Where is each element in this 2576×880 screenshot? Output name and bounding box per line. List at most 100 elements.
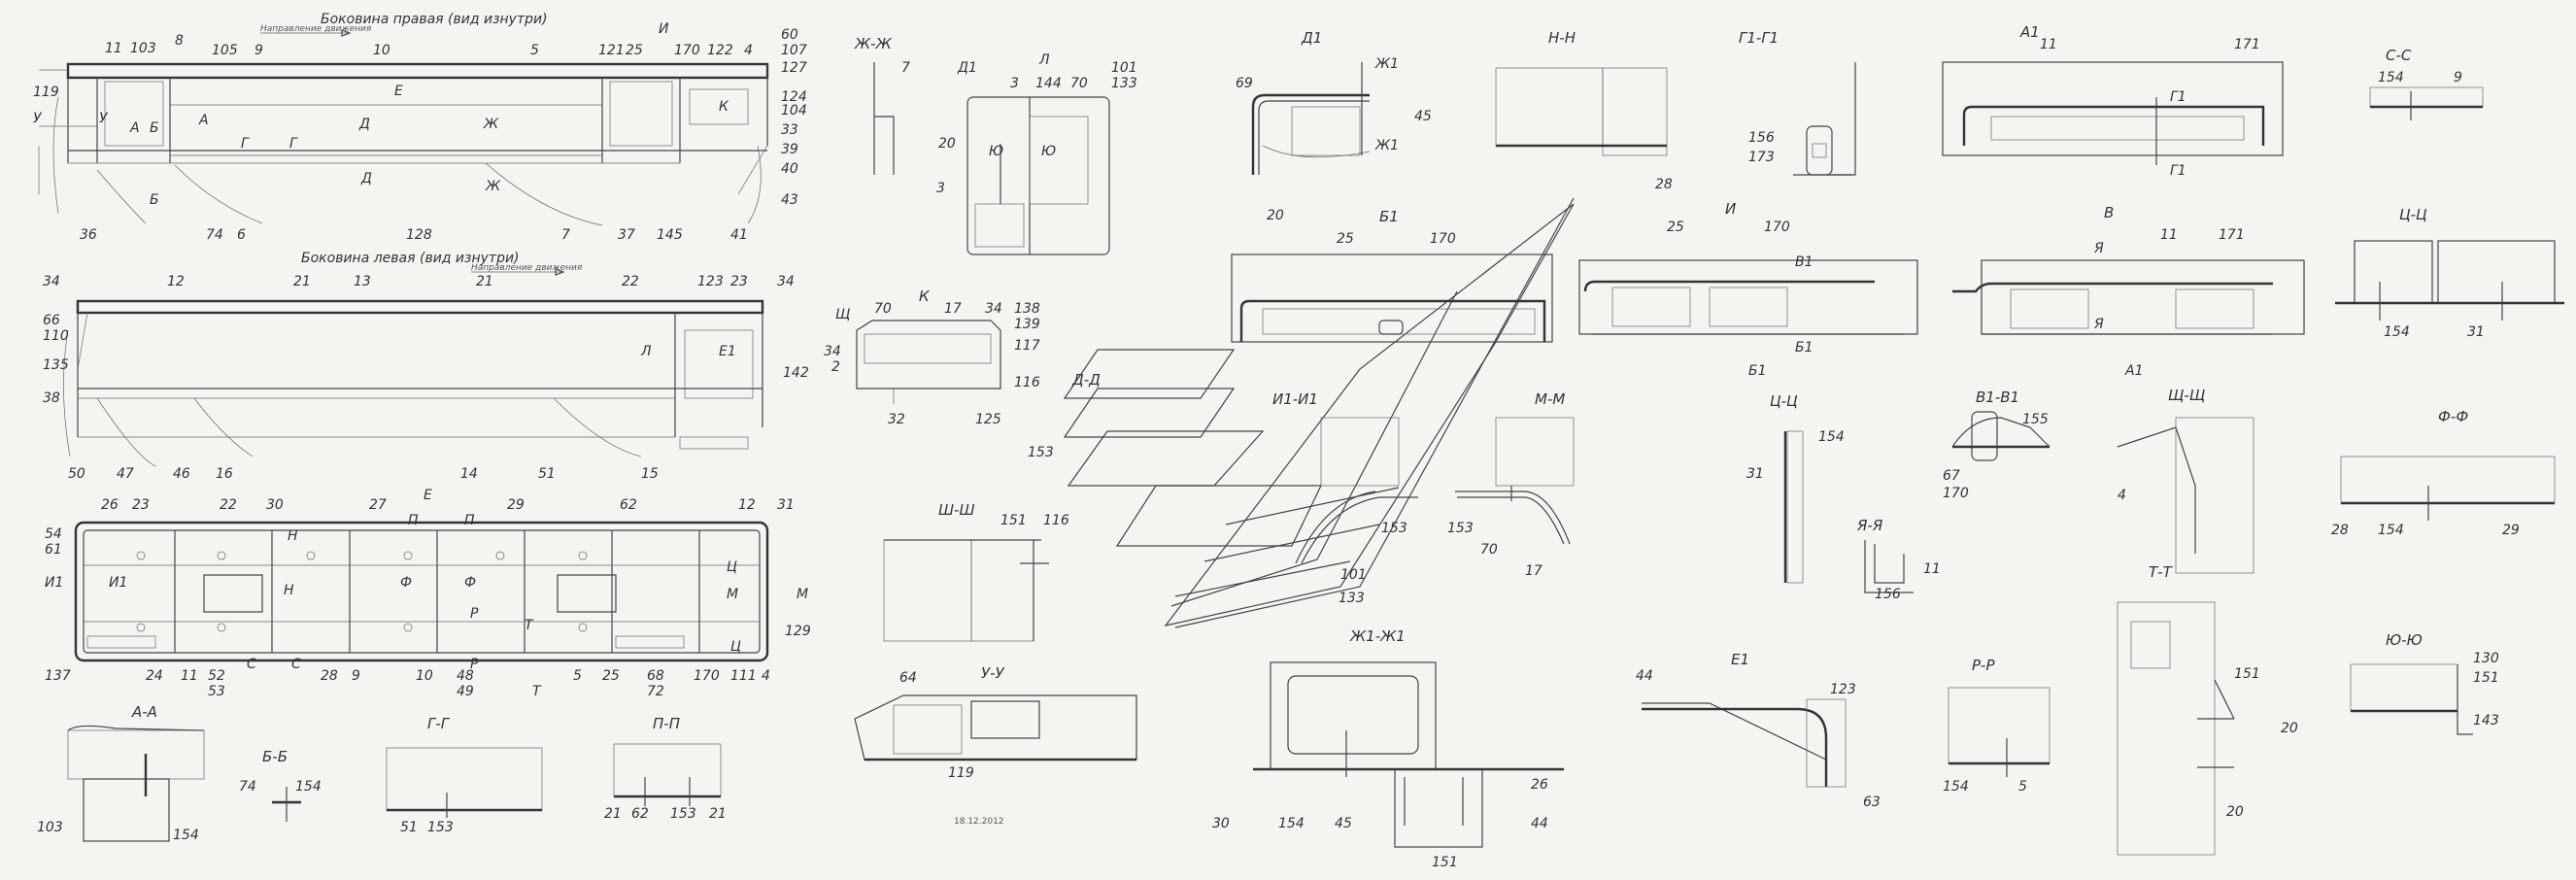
svg-text:21: 21 [476, 274, 493, 289]
svg-text:Е: Е [394, 84, 403, 99]
svg-text:Д-Д: Д-Д [1071, 371, 1101, 389]
svg-text:110: 110 [43, 328, 69, 344]
svg-text:17: 17 [944, 301, 962, 317]
svg-text:Б-Б: Б-Б [262, 748, 288, 765]
svg-text:9: 9 [2454, 70, 2462, 85]
svg-text:5: 5 [530, 43, 539, 58]
svg-text:У: У [33, 111, 43, 126]
svg-text:70: 70 [1070, 76, 1088, 91]
roof-title: Е [424, 488, 432, 503]
svg-text:62: 62 [631, 806, 649, 822]
svg-text:Н: Н [284, 583, 294, 598]
svg-text:37: 37 [618, 227, 635, 243]
svg-text:Г1: Г1 [2170, 89, 2186, 105]
svg-text:34: 34 [43, 274, 60, 289]
svg-text:27: 27 [369, 497, 387, 513]
section-d1-detail: Д1 69 Ж1 45 20 Ж1 [1236, 29, 1432, 223]
svg-text:154: 154 [1278, 816, 1305, 831]
svg-text:30: 30 [1212, 816, 1230, 831]
svg-text:17: 17 [1525, 563, 1542, 579]
svg-text:П-П: П-П [653, 715, 680, 732]
svg-text:40: 40 [781, 161, 798, 177]
svg-text:170: 170 [694, 668, 720, 684]
svg-text:11: 11 [2160, 227, 2178, 243]
svg-text:117: 117 [1014, 338, 1040, 354]
section-u-u: У-У 64 119 [854, 664, 1137, 781]
svg-text:25: 25 [626, 43, 643, 58]
svg-text:Ю: Ю [989, 144, 1003, 159]
svg-text:Ж-Ж: Ж-Ж [854, 35, 893, 52]
svg-text:Г1-Г1: Г1-Г1 [1739, 29, 1779, 47]
section-ya-ya: В1-В1 155 67 170 [1943, 389, 2051, 501]
svg-text:7: 7 [901, 60, 910, 76]
svg-text:Ц-Ц: Ц-Ц [2399, 206, 2427, 223]
svg-text:12: 12 [167, 274, 185, 289]
section-sh-sh: Ш-Ш 151 116 [883, 501, 1069, 642]
svg-text:124: 124 [781, 89, 807, 105]
svg-text:143: 143 [2473, 713, 2499, 728]
svg-text:У: У [99, 111, 109, 126]
svg-text:Ц: Ц [727, 559, 737, 575]
section-p-p: П-П 21 62 153 21 [604, 715, 727, 822]
svg-text:П: П [408, 513, 419, 528]
svg-text:28: 28 [2331, 523, 2349, 538]
svg-text:Л: Л [1038, 52, 1050, 68]
svg-text:14: 14 [460, 466, 478, 482]
svg-text:28: 28 [321, 668, 338, 684]
svg-text:153: 153 [1447, 521, 1474, 536]
side-left-view: Боковина левая (вид изнутри) Направление… [43, 251, 809, 482]
svg-text:70: 70 [874, 301, 892, 317]
svg-text:144: 144 [1035, 76, 1062, 91]
svg-text:69: 69 [1236, 76, 1253, 91]
svg-text:39: 39 [781, 142, 798, 157]
svg-text:6: 6 [237, 227, 246, 243]
svg-text:К: К [919, 288, 931, 305]
svg-text:44: 44 [1636, 668, 1653, 684]
svg-text:10: 10 [373, 43, 390, 58]
svg-text:В1: В1 [1795, 254, 1813, 270]
svg-text:154: 154 [2378, 70, 2404, 85]
svg-text:103: 103 [37, 820, 63, 835]
svg-text:Г1: Г1 [2170, 163, 2186, 179]
svg-text:Г: Г [241, 136, 250, 152]
section-n-n: Н-Н 28 [1495, 29, 1673, 192]
svg-text:Я-Я: Я-Я [1856, 517, 1883, 534]
svg-text:111: 111 [730, 668, 757, 684]
svg-text:20: 20 [938, 136, 956, 152]
svg-text:2: 2 [831, 359, 840, 375]
svg-text:170: 170 [674, 43, 700, 58]
svg-text:151: 151 [2473, 670, 2499, 686]
svg-text:В1-В1: В1-В1 [1976, 389, 2019, 406]
svg-text:13: 13 [354, 274, 371, 289]
svg-text:28: 28 [1655, 177, 1673, 192]
svg-text:61: 61 [45, 542, 62, 558]
svg-text:4: 4 [744, 43, 753, 58]
svg-text:4: 4 [2118, 488, 2126, 503]
svg-text:50: 50 [68, 466, 85, 482]
section-d1-l: Д1 Л 3 20 3 Ю Ю 144 70 101 133 [936, 52, 1137, 255]
svg-text:Ф: Ф [464, 575, 476, 591]
svg-text:74: 74 [206, 227, 223, 243]
svg-text:133: 133 [1111, 76, 1137, 91]
svg-text:48: 48 [457, 668, 474, 684]
svg-text:5: 5 [573, 668, 582, 684]
svg-text:22: 22 [220, 497, 237, 513]
svg-text:133: 133 [1339, 591, 1365, 606]
svg-text:К: К [719, 99, 729, 115]
svg-text:М: М [727, 587, 738, 602]
side-left-direction: Направление движения [471, 263, 583, 273]
svg-text:20: 20 [1267, 208, 1284, 223]
svg-text:15: 15 [641, 466, 659, 482]
svg-text:128: 128 [406, 227, 432, 243]
svg-text:156: 156 [1748, 130, 1775, 146]
svg-text:51: 51 [538, 466, 556, 482]
svg-text:Ж1: Ж1 [1374, 138, 1399, 153]
svg-text:10: 10 [416, 668, 433, 684]
svg-text:Р: Р [470, 606, 479, 622]
svg-text:123: 123 [1830, 682, 1856, 697]
svg-text:Щ-Щ: Щ-Щ [2168, 387, 2205, 404]
svg-text:66: 66 [43, 313, 60, 328]
svg-text:С: С [247, 657, 256, 672]
svg-text:121: 121 [598, 43, 625, 58]
svg-text:138: 138 [1014, 301, 1040, 317]
